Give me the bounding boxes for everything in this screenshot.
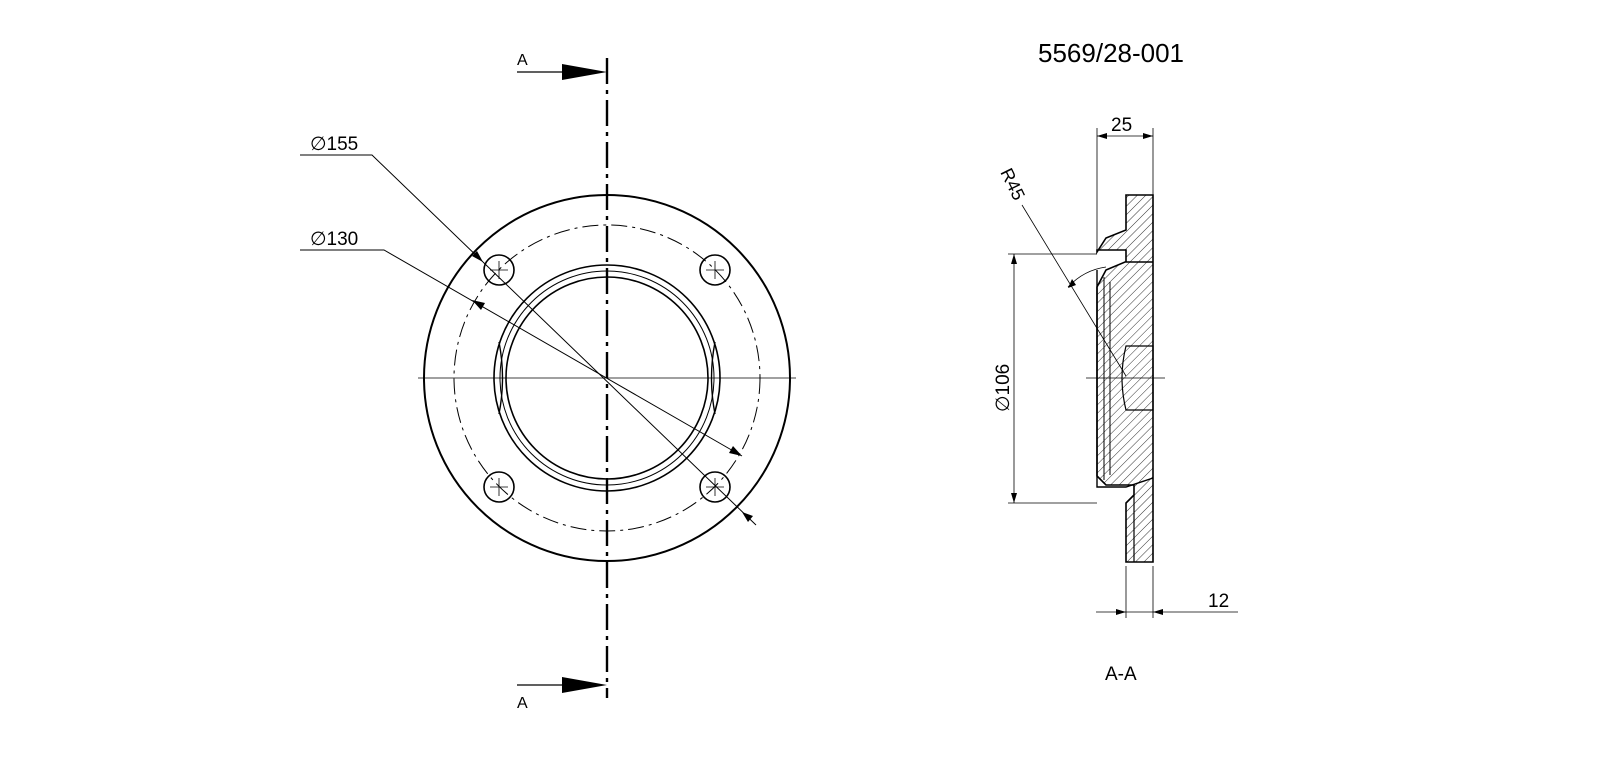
leader-155: [300, 154, 484, 263]
bolt-hole-top-left: [483, 254, 515, 286]
leader-130: [300, 249, 743, 457]
section-arrow-top: [517, 64, 607, 80]
part-number: 5569/28-001: [1038, 38, 1184, 68]
dim-155-label: ∅155: [310, 134, 358, 155]
section-marker-bottom: A: [517, 695, 528, 712]
dim-12-label: 12: [1208, 591, 1229, 612]
front-view: [300, 58, 796, 698]
section-marker-top: A: [517, 52, 528, 69]
bolt-hole-top-right: [699, 254, 731, 286]
dim-106: [1008, 253, 1097, 504]
dim-130-label: ∅130: [310, 229, 358, 250]
section-arrow-bottom: [517, 677, 607, 693]
dim-r45-label: R45: [996, 165, 1028, 203]
section-view-label: A-A: [1105, 664, 1137, 685]
section-view: [1008, 128, 1238, 618]
bolt-hole-bottom-right: [699, 471, 731, 503]
dim-12: [1096, 566, 1238, 618]
dim-r45: [1021, 204, 1127, 377]
section-boss: [1121, 345, 1154, 411]
section-bore-outline: [1096, 270, 1154, 488]
dim-106-label: ∅106: [993, 364, 1014, 412]
leader-155-diameter: [482, 261, 757, 526]
dim-25-label: 25: [1111, 115, 1132, 136]
section-hatched-body: [1096, 194, 1154, 563]
dim-25: [1096, 128, 1154, 250]
bolt-hole-bottom-left: [483, 471, 515, 503]
